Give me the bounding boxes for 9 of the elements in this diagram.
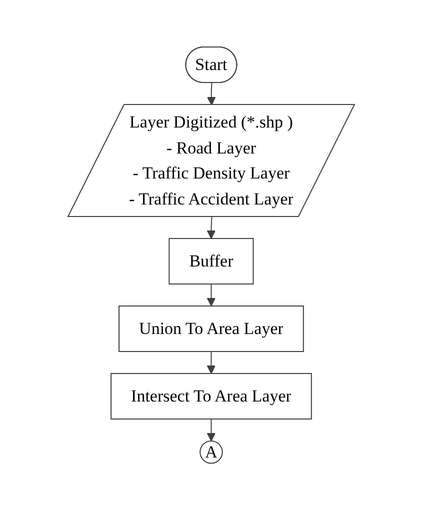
arrow	[206, 82, 216, 105]
arrow	[206, 216, 216, 238]
node-box: Intersect To Area Layer	[110, 372, 312, 420]
node-box: Union To Area Layer	[118, 305, 304, 352]
arrow	[206, 350, 216, 374]
arrow	[206, 418, 216, 441]
node-circle: A	[199, 440, 223, 464]
arrow	[206, 283, 216, 306]
node-box: Buffer	[168, 238, 254, 284]
